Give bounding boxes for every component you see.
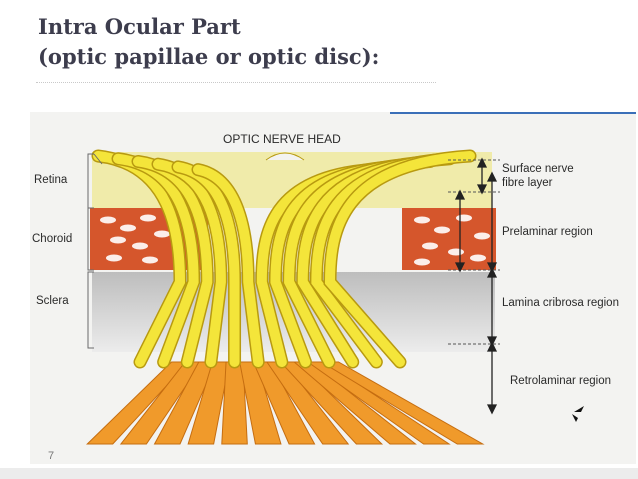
choroid-bracket bbox=[87, 207, 94, 271]
choroid-vessel-5 bbox=[154, 230, 170, 238]
myelin-bundle-3 bbox=[187, 361, 231, 445]
myelin-bundle-5 bbox=[239, 361, 282, 445]
myelin-bundle-10 bbox=[306, 361, 451, 445]
sclera-bracket bbox=[87, 271, 94, 349]
title-divider bbox=[36, 82, 436, 83]
choroid-vessel-9 bbox=[434, 226, 450, 234]
cursor-mark bbox=[574, 406, 584, 412]
choroid-vessel-11 bbox=[474, 232, 490, 240]
choroid-vessel-3 bbox=[110, 236, 126, 244]
left-layer-brackets bbox=[87, 153, 103, 349]
bottom-bar bbox=[0, 468, 638, 479]
cursor-mark-2 bbox=[572, 414, 578, 422]
slide-title: Intra Ocular Part (optic papillae or opt… bbox=[38, 12, 379, 72]
choroid-vessel-0 bbox=[100, 216, 116, 224]
nerve-fibre-bundles bbox=[91, 149, 477, 369]
choroid-vessel-2 bbox=[140, 214, 156, 222]
slide-title-line-1: Intra Ocular Part bbox=[38, 14, 241, 39]
optic-nerve-head-heading: OPTIC NERVE HEAD bbox=[223, 132, 341, 146]
central-cup bbox=[265, 152, 305, 161]
choroid-vessel-15 bbox=[414, 258, 430, 266]
optic-nerve-illustration bbox=[86, 149, 584, 445]
myelin-bundle-8 bbox=[279, 361, 384, 445]
choroid-vessel-6 bbox=[106, 254, 122, 262]
prelaminar-region-label: Prelaminar region bbox=[502, 226, 593, 238]
choroid-vessel-12 bbox=[422, 242, 438, 250]
lamina-cribrosa-region-label: Lamina cribrosa region bbox=[502, 297, 619, 309]
choroid-vessel-1 bbox=[120, 224, 136, 232]
slide-title-line-2: (optic papillae or optic disc): bbox=[38, 44, 380, 69]
choroid-vessel-4 bbox=[132, 242, 148, 250]
retina-pointer bbox=[93, 153, 103, 165]
retrolaminar-region-label: Retrolaminar region bbox=[510, 375, 611, 387]
fibre-bundle-5 bbox=[193, 164, 264, 367]
choroid-vessel-14 bbox=[470, 254, 486, 262]
right-region-markers bbox=[448, 157, 500, 415]
figure-top-rule bbox=[390, 112, 636, 114]
sclera-label: Sclera bbox=[36, 295, 69, 307]
fibre-bundle-11 bbox=[324, 151, 475, 367]
optic-nerve-head-diagram: OPTIC NERVE HEAD Retina Choroid Sclera S… bbox=[30, 112, 636, 464]
surface-nerve-fibre-layer-label: Surface nerve fibre layer bbox=[502, 163, 574, 189]
choroid-vessel-8 bbox=[414, 216, 430, 224]
choroid-vessel-13 bbox=[448, 248, 464, 256]
choroid-vessel-10 bbox=[456, 214, 472, 222]
page-number: 7 bbox=[48, 450, 55, 462]
retrolaminar-myelin bbox=[86, 361, 485, 445]
choroid-label: Choroid bbox=[32, 233, 73, 245]
choroid-vessel-7 bbox=[142, 256, 158, 264]
retina-label: Retina bbox=[34, 174, 68, 186]
myelin-bundle-1 bbox=[119, 361, 204, 445]
